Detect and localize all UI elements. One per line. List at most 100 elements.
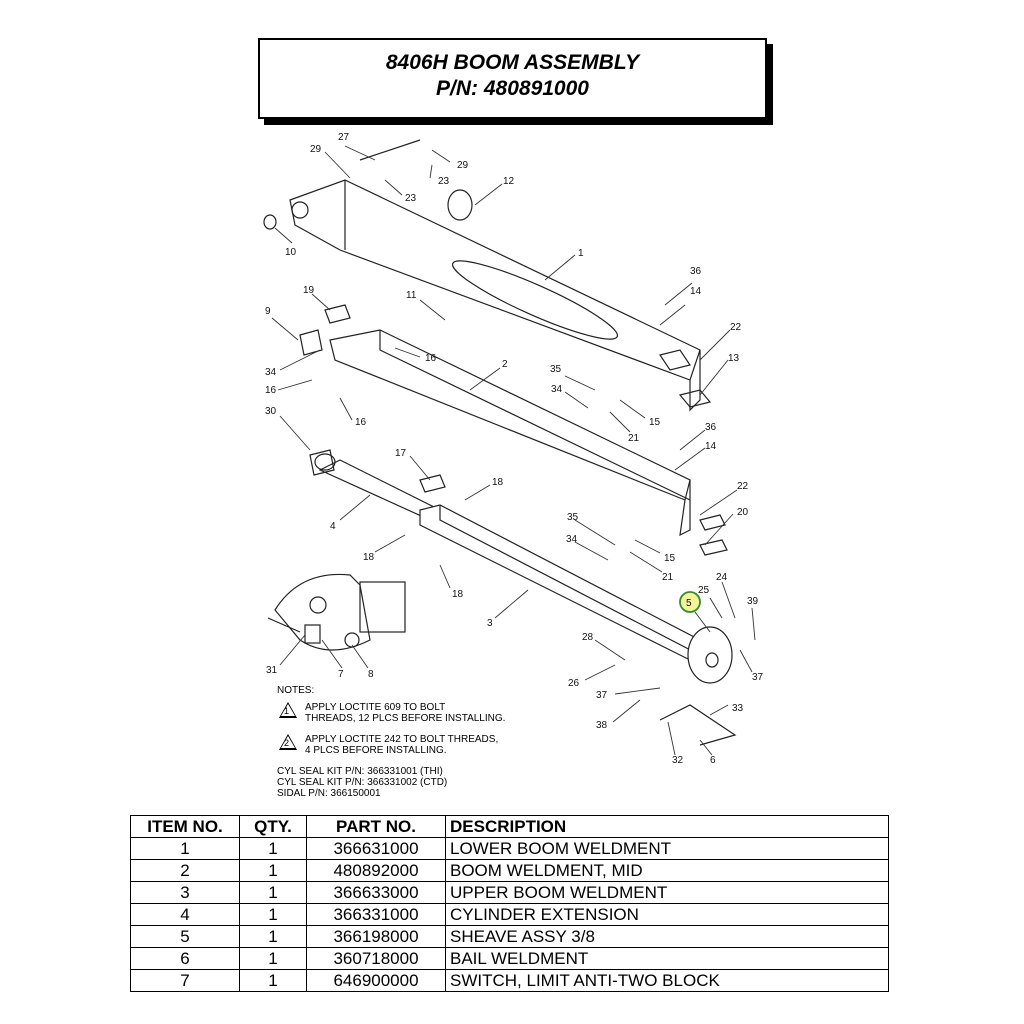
callout-label: 21	[662, 572, 674, 583]
callout-label: 18	[452, 589, 464, 600]
callout-label: 27	[338, 132, 350, 143]
cell-item: 4	[130, 903, 240, 926]
callout-label: 35	[550, 364, 562, 375]
seal-kit-line: CYL SEAL KIT P/N: 366331001 (THI)	[277, 766, 443, 777]
callout-label: 2	[502, 359, 508, 370]
cell-part: 366633000	[306, 881, 446, 904]
table-row: 2 1 480892000 BOOM WELDMENT, MID	[130, 859, 889, 882]
callout-label: 29	[310, 144, 322, 155]
cell-qty: 1	[239, 947, 307, 970]
cell-item: 7	[130, 969, 240, 992]
cell-part: 646900000	[306, 969, 446, 992]
note-item: 1 APPLY LOCTITE 609 TO BOLT THREADS, 12 …	[277, 702, 577, 724]
callout-label: 6	[710, 755, 716, 766]
notes-header: NOTES:	[277, 685, 315, 696]
callout-label: 18	[492, 477, 504, 488]
assembly-title: 8406H BOOM ASSEMBLY	[385, 51, 640, 74]
header-qty: QTY.	[239, 815, 307, 838]
callout-label: 32	[672, 755, 684, 766]
callout-label: 37	[596, 690, 608, 701]
callout-label: 34	[265, 367, 277, 378]
seal-kit-line: SIDAL P/N: 366150001	[277, 788, 381, 799]
cell-item: 2	[130, 859, 240, 882]
parts-table: ITEM NO. QTY. PART NO. DESCRIPTION 1 1 3…	[130, 815, 889, 992]
callout-labels: 27 29 29 23 23 12 10 1 36 14 22 13 19 11…	[265, 132, 764, 766]
callout-label: 7	[338, 669, 344, 680]
callout-label: 22	[730, 322, 742, 333]
notes-section: NOTES: 1 APPLY LOCTITE 609 TO BOLT THREA…	[277, 685, 577, 799]
cell-desc: SHEAVE ASSY 3/8	[445, 925, 889, 948]
callout-label: 21	[628, 433, 640, 444]
header-part-no: PART NO.	[306, 815, 446, 838]
cell-part: 366198000	[306, 925, 446, 948]
header-item-no: ITEM NO.	[130, 815, 240, 838]
callout-label: 10	[285, 247, 297, 258]
callout-label: 22	[737, 481, 749, 492]
highlight-marker	[679, 591, 701, 613]
callout-label: 36	[705, 422, 717, 433]
mid-boom-drawing	[329, 329, 691, 501]
callout-label: 15	[649, 417, 661, 428]
cell-item: 6	[130, 947, 240, 970]
cell-desc: UPPER BOOM WELDMENT	[445, 881, 889, 904]
callout-label: 17	[395, 448, 407, 459]
callout-label: 3	[487, 618, 493, 629]
callout-label: 24	[716, 572, 728, 583]
callout-label: 18	[363, 552, 375, 563]
cell-part: 366331000	[306, 903, 446, 926]
title-box: 8406H BOOM ASSEMBLY P/N: 480891000	[258, 38, 767, 119]
seal-kit-list: CYL SEAL KIT P/N: 366331001 (THI) CYL SE…	[277, 766, 577, 799]
cell-part: 480892000	[306, 859, 446, 882]
seal-kit-line: CYL SEAL KIT P/N: 366331002 (CTD)	[277, 777, 448, 788]
cell-desc: CYLINDER EXTENSION	[445, 903, 889, 926]
table-row: 5 1 366198000 SHEAVE ASSY 3/8	[130, 925, 889, 948]
table-header-row: ITEM NO. QTY. PART NO. DESCRIPTION	[130, 815, 889, 838]
note-text-line: APPLY LOCTITE 609 TO BOLT	[305, 702, 446, 713]
callout-label: 13	[728, 353, 740, 364]
callout-label: 38	[596, 720, 608, 731]
header-description: DESCRIPTION	[445, 815, 889, 838]
callout-label: 19	[303, 285, 315, 296]
callout-label: 36	[690, 266, 702, 277]
callout-label: 28	[582, 632, 594, 643]
table-row: 3 1 366633000 UPPER BOOM WELDMENT	[130, 881, 889, 904]
cell-part: 360718000	[306, 947, 446, 970]
table-row: 1 1 366631000 LOWER BOOM WELDMENT	[130, 837, 889, 860]
callout-label: 23	[438, 176, 450, 187]
cell-desc: BOOM WELDMENT, MID	[445, 859, 889, 882]
callout-label: 4	[330, 521, 336, 532]
cell-item: 1	[130, 837, 240, 860]
callout-label: 16	[265, 385, 277, 396]
note-text-line: APPLY LOCTITE 242 TO BOLT THREADS,	[305, 734, 499, 745]
callout-label: 29	[457, 160, 469, 171]
callout-label: 26	[568, 678, 580, 689]
callout-label: 31	[266, 665, 278, 676]
callout-label: 37	[752, 672, 764, 683]
callout-label: 14	[705, 441, 717, 452]
warning-triangle-icon	[279, 702, 297, 718]
note-text-line: THREADS, 12 PLCS BEFORE INSTALLING.	[305, 713, 506, 724]
callout-label: 20	[737, 507, 749, 518]
callout-label: 1	[578, 248, 584, 259]
sheave-drawing	[687, 626, 733, 684]
cell-desc: LOWER BOOM WELDMENT	[445, 837, 889, 860]
part-number-title: P/N: 480891000	[436, 77, 589, 100]
callout-label: 5	[686, 598, 692, 609]
callout-label: 34	[551, 384, 563, 395]
callout-label: 16	[425, 353, 437, 364]
callout-label: 23	[405, 193, 417, 204]
callout-label: 8	[368, 669, 374, 680]
callout-label: 34	[566, 534, 578, 545]
callout-label: 39	[747, 596, 759, 607]
table-row: 4 1 366331000 CYLINDER EXTENSION	[130, 903, 889, 926]
warning-triangle-icon	[279, 734, 297, 750]
cell-qty: 1	[239, 837, 307, 860]
cell-part: 366631000	[306, 837, 446, 860]
callout-label: 15	[664, 553, 676, 564]
note-text-line: 4 PLCS BEFORE INSTALLING.	[305, 745, 447, 756]
cell-item: 3	[130, 881, 240, 904]
callout-label: 16	[355, 417, 367, 428]
note-number: 2	[284, 738, 290, 748]
callout-label: 11	[406, 290, 417, 301]
